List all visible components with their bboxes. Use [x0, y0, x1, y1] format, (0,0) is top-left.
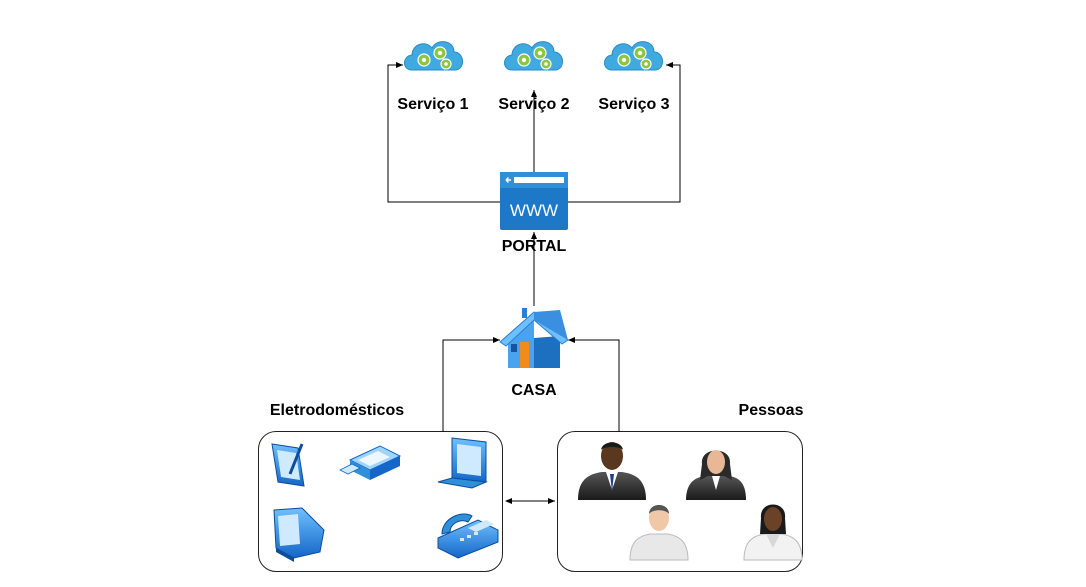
eletrodomesticos-label: Eletrodomésticos [269, 402, 405, 419]
house-icon [499, 308, 569, 368]
woman-icon [743, 504, 803, 561]
telephone-icon [437, 513, 499, 559]
portal-screen-text: WWW [510, 201, 558, 220]
connectors [387, 62, 681, 504]
connector-portal-servico-3 [568, 62, 681, 203]
tablet-icon [271, 443, 305, 487]
connector-eletro-casa [442, 337, 500, 432]
pessoas-label: Pessoas [738, 402, 804, 419]
businessman-icon [578, 442, 646, 500]
servico-1-label: Serviço 1 [397, 96, 469, 113]
portal-label: PORTAL [501, 238, 567, 255]
casa-label: CASA [511, 382, 557, 399]
cloud-gears-icon [403, 40, 464, 71]
computer-icon [273, 507, 325, 562]
connector-pessoas-casa [568, 337, 620, 432]
printer-icon [339, 445, 402, 480]
cloud-gears-icon [603, 40, 664, 71]
laptop-icon [437, 437, 488, 489]
cloud-gears-icon [503, 40, 564, 71]
servico-2-label: Serviço 2 [498, 96, 570, 113]
servico-3-label: Serviço 3 [598, 96, 670, 113]
businesswoman-icon [686, 450, 746, 500]
connector-portal-servico-1 [387, 62, 500, 203]
man-icon [629, 505, 689, 561]
browser-www-icon: WWW [500, 172, 568, 230]
